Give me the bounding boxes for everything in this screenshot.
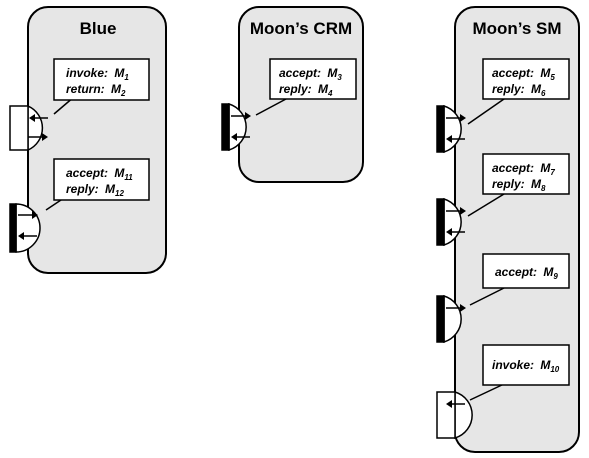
blue-port-1: invoke: M1 return: M2 [9, 58, 150, 152]
sm-port-3-connector [469, 287, 505, 306]
component-moons-sm: Moon’s SM accept: M5 reply: M6 [436, 6, 580, 453]
sm-port-2-arrowhead-in [446, 228, 452, 236]
blue-port-2-op-1: accept: M11 [66, 166, 133, 182]
sm-port-2: accept: M7 reply: M8 [436, 153, 570, 247]
sm-port-2-connector [467, 193, 505, 217]
sm-port-1-arrowhead-out [460, 114, 466, 122]
sm-port-4-port-rect [436, 391, 456, 439]
crm-port-1-op-2: reply: M4 [279, 82, 333, 98]
crm-port-1-arrowhead-out [245, 112, 251, 120]
crm-port-1-connector [255, 98, 287, 116]
sm-port-1-op-1: accept: M5 [492, 66, 555, 82]
sm-port-3-label-box [482, 253, 570, 289]
sm-port-2-op-1: accept: M7 [492, 161, 555, 177]
component-moons-sm-title: Moon’s SM [472, 19, 561, 38]
blue-port-1-port-rect [9, 105, 29, 151]
blue-port-2-op-2: reply: M12 [66, 182, 124, 198]
blue-port-2-label-box [53, 158, 150, 201]
sm-port-3-port-rect [436, 295, 445, 343]
crm-port-1-op-1: accept: M3 [279, 66, 342, 82]
blue-port-1-op-1: invoke: M1 [66, 66, 129, 82]
crm-port-1: accept: M3 reply: M4 [221, 58, 357, 152]
sm-port-1-arrowhead-in [446, 135, 452, 143]
blue-port-2: accept: M11 reply: M12 [9, 158, 150, 253]
sm-port-3: accept: M9 [436, 253, 570, 344]
sm-port-4-connector [469, 383, 505, 401]
sm-port-4-arrowhead-in [446, 400, 452, 408]
blue-port-2-port-rect [9, 203, 17, 253]
component-moons-crm-title: Moon’s CRM [250, 19, 352, 38]
crm-port-1-port-rect [221, 103, 230, 151]
crm-port-1-arrowhead-in [231, 133, 237, 141]
sm-port-1-label-box [482, 58, 570, 100]
sm-port-4-label-box [482, 344, 570, 386]
sm-port-1-port-rect [436, 105, 445, 153]
blue-port-2-arrowhead-out [32, 211, 38, 219]
sm-port-3-op-1: accept: M9 [495, 265, 558, 281]
sm-port-3-arrowhead-out [460, 304, 466, 312]
blue-port-1-arrowhead-out [42, 133, 48, 141]
component-moons-crm: Moon’s CRM accept: M3 reply: M4 [221, 6, 364, 183]
sm-port-2-arrowhead-out [460, 207, 466, 215]
sm-port-4-op-1: invoke: M10 [492, 358, 560, 374]
blue-port-1-label-box [53, 58, 150, 101]
sm-port-1-connector [467, 98, 505, 125]
component-blue-title: Blue [80, 19, 117, 38]
blue-port-2-arrowhead-in [18, 232, 24, 240]
component-blue-box [27, 6, 167, 274]
sm-port-2-port-rect [436, 198, 445, 246]
sm-port-2-op-2: reply: M8 [492, 177, 546, 193]
crm-port-1-label-box [269, 58, 357, 100]
blue-port-1-arrowhead-in [29, 114, 35, 122]
sm-port-1: accept: M5 reply: M6 [436, 58, 570, 154]
component-blue: Blue invoke: M1 return: M2 a [9, 6, 167, 274]
blue-port-1-op-2: return: M2 [66, 82, 126, 98]
sm-port-4: invoke: M10 [436, 344, 570, 440]
sm-port-2-label-box [482, 153, 570, 195]
sm-port-1-op-2: reply: M6 [492, 82, 546, 98]
